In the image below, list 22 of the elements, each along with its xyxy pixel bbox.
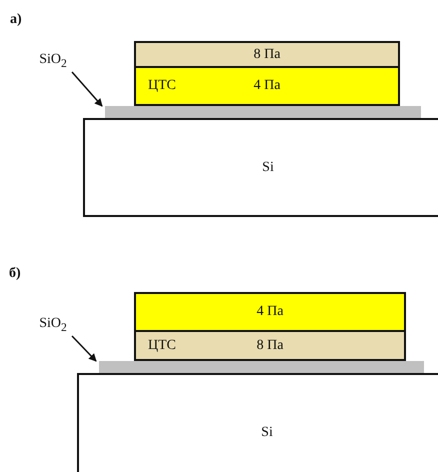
substrate-box bbox=[77, 373, 438, 472]
layer-text: 8 Па bbox=[254, 48, 280, 62]
oxide-layer-bar bbox=[99, 361, 424, 373]
substrate-box bbox=[83, 118, 438, 217]
material-label: ЦТС bbox=[148, 338, 176, 352]
layer-text: Si bbox=[262, 160, 274, 174]
film-layer bbox=[134, 41, 400, 68]
film-layer bbox=[134, 330, 406, 361]
layer-text: Si bbox=[261, 426, 273, 440]
arrow bbox=[71, 335, 97, 362]
layer-text: SiO$_{2}$ bbox=[39, 52, 67, 70]
layer-text: SiO$_{2}$ bbox=[39, 316, 67, 334]
panel-label: б) bbox=[9, 266, 21, 282]
arrow bbox=[71, 72, 103, 107]
layer-text: 4 Па bbox=[254, 79, 280, 93]
panel-label: а) bbox=[10, 12, 22, 28]
material-label: ЦТС bbox=[148, 79, 176, 93]
film-layer bbox=[134, 292, 406, 332]
layer-text: 4 Па bbox=[256, 305, 284, 319]
layer-text: 8 Па bbox=[256, 338, 284, 352]
oxide-layer-bar bbox=[105, 106, 421, 118]
film-layer bbox=[134, 66, 400, 106]
